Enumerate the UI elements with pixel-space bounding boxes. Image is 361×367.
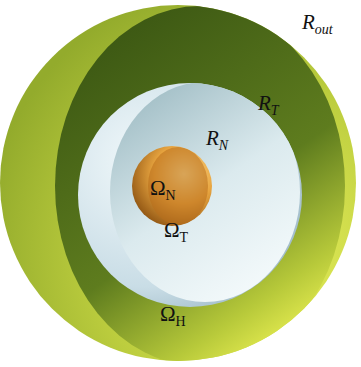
radius-label: RT — [258, 93, 279, 118]
radius-label: RN — [206, 128, 228, 153]
outer-cut — [55, 6, 345, 366]
domain-label: ΩT — [164, 220, 188, 245]
inner-sphere — [132, 146, 212, 226]
inner-cut — [148, 147, 208, 225]
radius-label: Rout — [302, 12, 333, 37]
middle-sphere — [78, 83, 302, 307]
domain-label: ΩH — [160, 304, 186, 329]
sphere-region: RNΩN — [132, 146, 212, 226]
middle-cut — [110, 82, 300, 302]
domain-label: ΩN — [150, 178, 176, 203]
sphere-region: RTΩTRNΩN — [78, 83, 302, 307]
